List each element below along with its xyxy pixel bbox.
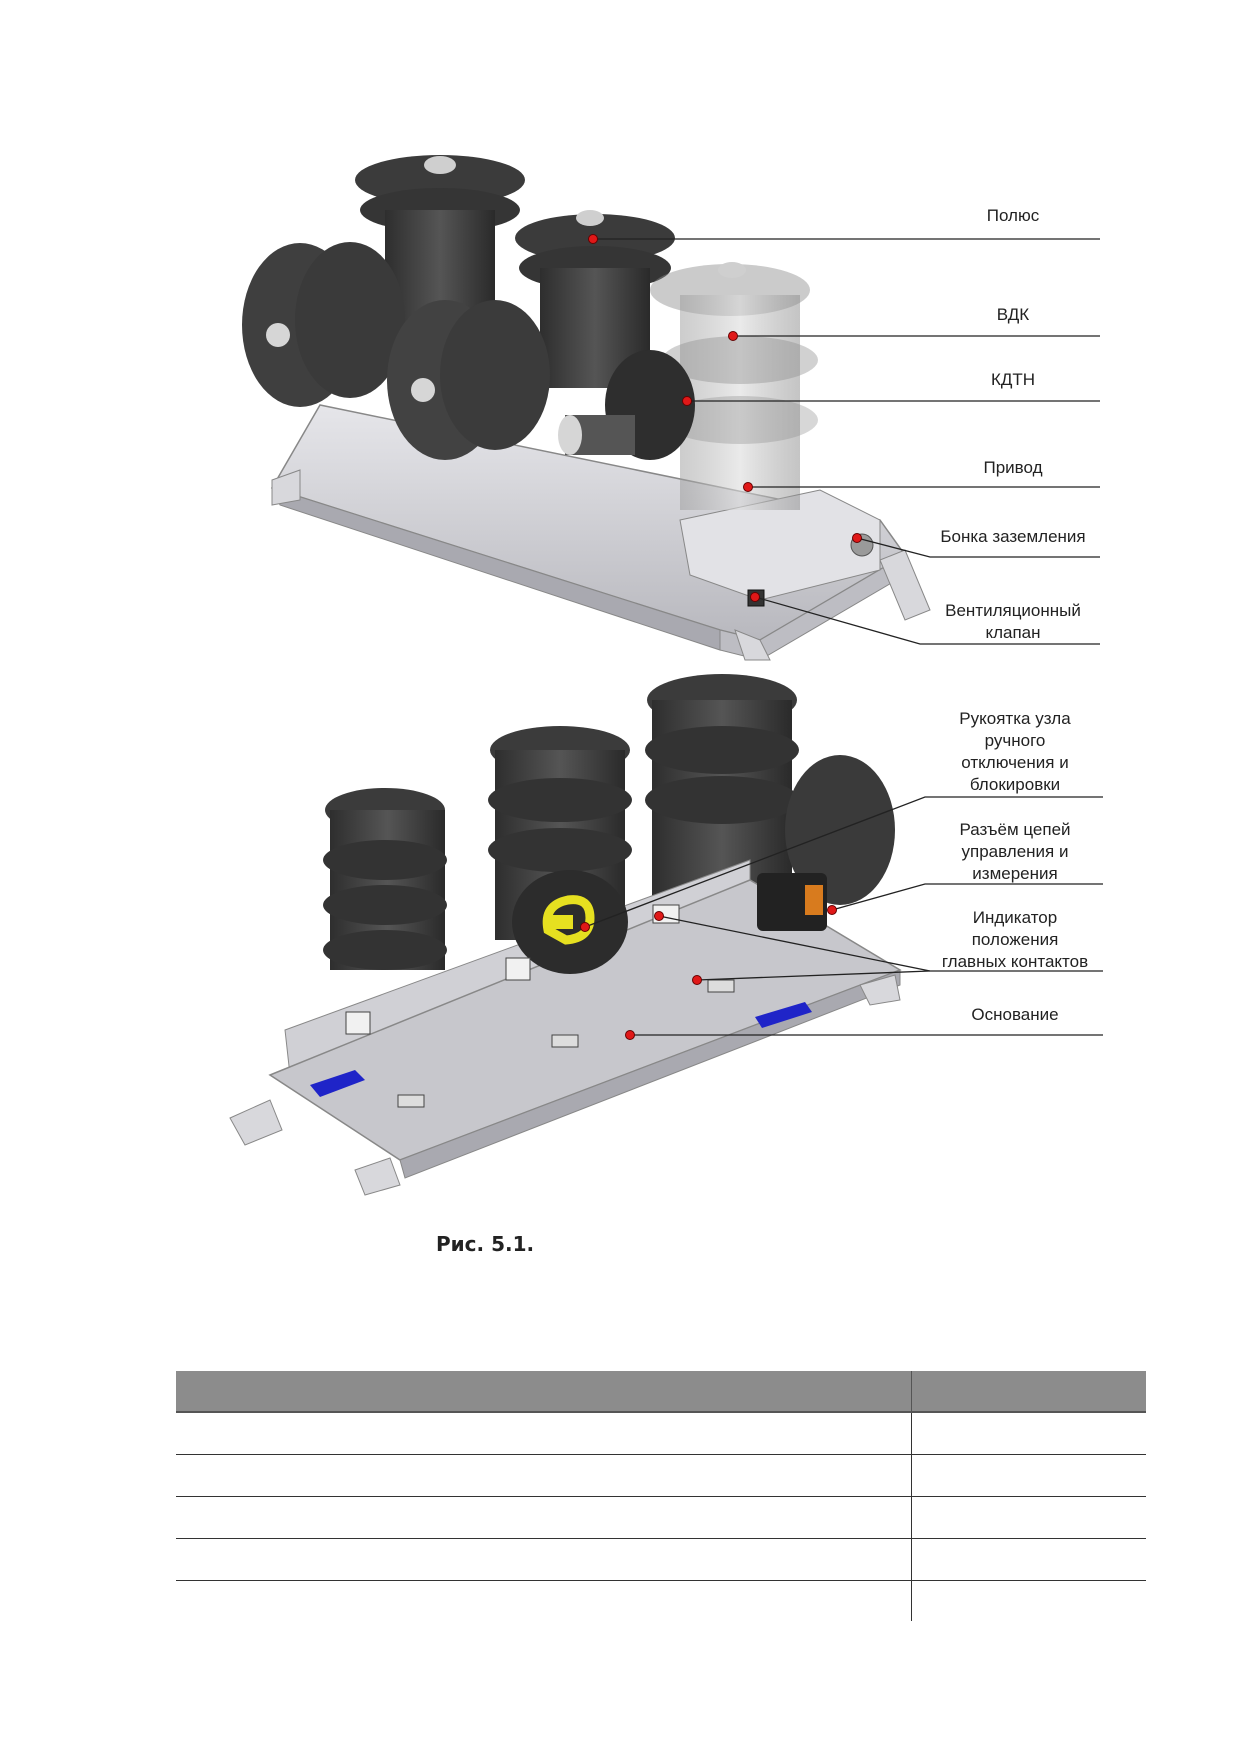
bottom-leaders [584, 796, 1103, 1036]
pole-2-cap [576, 210, 604, 226]
top-view [242, 155, 1100, 661]
top-drive-box [679, 489, 881, 601]
pole-3-cap [718, 262, 746, 278]
label-drive: Привод [983, 458, 1043, 477]
label-vent-valve: Вентиляционный клапан [945, 601, 1081, 642]
label-kdtn: КДТН [990, 370, 1036, 389]
column-divider [911, 1581, 912, 1621]
pole-2-bushing-2 [440, 300, 550, 450]
label-ground-boss: Бонка заземления [940, 527, 1086, 546]
bottom-insulator-3 [645, 674, 895, 905]
label-pole: Полюс [986, 206, 1040, 225]
top-leaders [593, 238, 1100, 645]
top-markers [588, 234, 862, 602]
indicator-window-2 [505, 957, 531, 981]
bottom-foot-right [859, 974, 901, 1006]
handle-grip [545, 915, 573, 929]
column-divider [911, 1539, 912, 1580]
column-divider [911, 1371, 912, 1411]
pole-1-bushing-2 [295, 242, 405, 398]
label-vdk: ВДК [996, 305, 1030, 324]
top-foot-mid [734, 629, 771, 661]
plate-slot-3 [397, 1094, 425, 1108]
top-foot-right [879, 549, 931, 621]
table-row [176, 1455, 1146, 1497]
table-row [176, 1581, 1146, 1621]
top-foot-left [271, 469, 301, 506]
pole-3-glass-body [680, 295, 800, 510]
pole-2-terminal [411, 378, 435, 402]
breaker-illustration [229, 155, 1103, 1196]
indicator-window-3 [345, 1011, 371, 1035]
label-indicator: Индикатор положения главных контактов [941, 908, 1089, 971]
figure-caption: Рис. 5.1. [436, 1232, 535, 1256]
table-header [176, 1371, 1146, 1413]
column-divider [911, 1413, 912, 1454]
bottom-markers [580, 905, 837, 1040]
plate-slot-2 [551, 1034, 579, 1048]
bottom-insulator-1 [323, 788, 447, 970]
bottom-foot-front [354, 1157, 401, 1196]
table-row [176, 1413, 1146, 1455]
column-divider [911, 1455, 912, 1496]
connector-label [805, 885, 823, 915]
table-row [176, 1497, 1146, 1539]
table-row [176, 1539, 1146, 1581]
blue-pad-left [310, 1070, 365, 1097]
blue-pad-right [755, 1002, 812, 1028]
bottom-view [229, 674, 1103, 1196]
pole-3-glass-disc-3 [662, 396, 818, 444]
pole-1-cap [424, 156, 456, 174]
kdtn-terminal [558, 415, 582, 455]
label-handle: Рукоятка узла ручного отключения и блоки… [959, 709, 1071, 794]
data-table [176, 1371, 1146, 1621]
column-divider [911, 1497, 912, 1538]
pole-1-terminal [266, 323, 290, 347]
bottom-foot-left [229, 1099, 283, 1146]
handle-ring [542, 895, 595, 945]
label-base: Основание [971, 1005, 1059, 1024]
label-connector: Разъём цепей управления и измерения [959, 820, 1071, 883]
plate-slot-1 [707, 979, 735, 993]
pole-3-glass-disc-2 [662, 336, 818, 384]
